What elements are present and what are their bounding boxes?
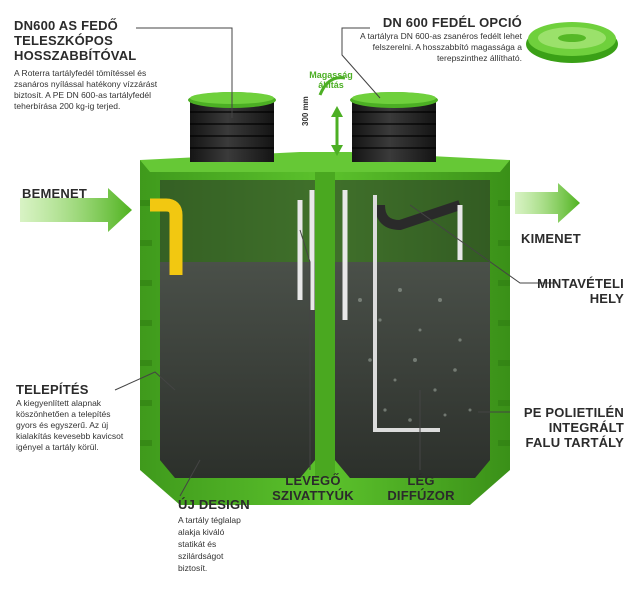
desc-line: biztosít. A PE DN 600-as tartályfedél xyxy=(14,90,152,100)
desc-line: terepszinthez állítható. xyxy=(436,53,522,63)
height-arrow-icon xyxy=(318,76,346,156)
lid-description: A Roterra tartályfedél tömítéssel és zsa… xyxy=(14,68,204,112)
desc-line: A tartály téglalap xyxy=(178,515,241,525)
air-pump-label: LEVEGŐ SZIVATTYÚK xyxy=(270,473,356,503)
pe-label-line: FALU TARTÁLY xyxy=(525,435,624,450)
air-diffuser-label: LÉG DIFFÚZOR xyxy=(382,473,460,503)
install-description: A kiegyenlített alapnak köszönhetően a t… xyxy=(16,398,146,453)
desc-line: A kiegyenlített alapnak xyxy=(16,398,102,408)
air-pump-label-line: LEVEGŐ xyxy=(285,473,341,488)
lid-icon xyxy=(526,22,618,63)
option-description: A tartályra DN 600-as zsanéros fedélt le… xyxy=(300,31,522,64)
pe-label-line: INTEGRÁLT xyxy=(548,420,624,435)
sampling-label-line: HELY xyxy=(589,291,624,306)
desc-line: felszerelni. A hosszabbító magassága a xyxy=(372,42,522,52)
inlet-label: BEMENET xyxy=(22,186,87,201)
lid-title-line: HOSSZABBÍTÓVAL xyxy=(14,48,137,63)
desc-line: teherbírása 200 kg-ig terjed. xyxy=(14,101,121,111)
outlet-label: KIMENET xyxy=(521,231,581,246)
lid-title-line: TELESZKÓPOS xyxy=(14,33,113,48)
air-pump-pipes xyxy=(297,190,348,320)
desc-line: A tartályra DN 600-as zsanéros fedélt le… xyxy=(359,31,522,41)
design-description: A tartály téglalap alakja kiváló statiká… xyxy=(178,514,268,574)
desc-line: kialakítás kevesebb kavicsot xyxy=(16,431,124,441)
desc-line: gyors és egyszerű. Az új xyxy=(16,420,109,430)
height-value: 300 mm xyxy=(301,96,310,126)
desc-line: A Roterra tartályfedél tömítéssel és xyxy=(14,68,147,78)
pe-label: PE POLIETILÉN INTEGRÁLT FALU TARTÁLY xyxy=(490,405,624,450)
desc-line: statikát és xyxy=(178,539,217,549)
option-title: DN 600 FEDÉL OPCIÓ xyxy=(382,15,522,30)
arrow-right-icon xyxy=(20,188,132,232)
arrow-right-icon xyxy=(515,183,580,223)
design-title: ÚJ DESIGN xyxy=(178,497,250,512)
leader-lines xyxy=(114,27,556,497)
riser-right xyxy=(350,92,438,162)
desc-line: köszönhetően a telepítés xyxy=(16,409,111,419)
install-title: TELEPÍTÉS xyxy=(16,382,89,397)
desc-line: zsanáros nyílással hatékony vízzárást xyxy=(14,79,158,89)
diffuser-pipe xyxy=(373,195,440,432)
air-pump-label-line: SZIVATTYÚK xyxy=(272,488,354,503)
height-label-line: Magasság xyxy=(309,70,353,80)
desc-line: alakja kiváló xyxy=(178,527,225,537)
inlet-pipe xyxy=(150,198,183,275)
desc-line: szilárdságot xyxy=(178,551,224,561)
height-label: Magasság állítás xyxy=(298,70,364,90)
sampling-label-line: MINTAVÉTELI xyxy=(537,276,624,291)
height-label-line: állítás xyxy=(318,80,344,90)
pe-label-line: PE POLIETILÉN xyxy=(523,405,624,420)
air-diffuser-label-line: LÉG xyxy=(407,473,435,488)
lid-title: DN600 AS FEDŐ TELESZKÓPOS HOSSZABBÍTÓVAL xyxy=(14,18,136,63)
sampling-label: MINTAVÉTELI HELY xyxy=(500,276,624,306)
lid-title-line: DN600 AS FEDŐ xyxy=(14,18,118,33)
desc-line: igényel a tartály körül. xyxy=(16,442,99,452)
air-diffuser-label-line: DIFFÚZOR xyxy=(387,488,455,503)
air-bubbles xyxy=(358,288,472,422)
outlet-pipe xyxy=(375,200,463,260)
desc-line: biztosít. xyxy=(178,563,208,573)
